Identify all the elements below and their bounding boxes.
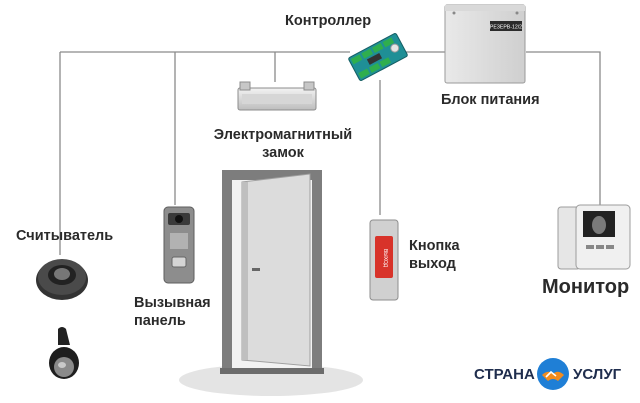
controller-label: Контроллер [285,13,372,29]
logo-text-right: УСЛУГ [573,366,622,383]
call-panel-label-line1: Вызывная [134,295,211,311]
handshake-icon [537,358,569,390]
power-supply-plate-text: РЕЗЕРВ-12/2 [490,25,522,31]
monitor-device [557,204,631,270]
reader-device [36,259,88,300]
magnetic-lock-label: Электромагнитный замок [198,126,368,162]
controller-board [348,33,408,81]
monitor-label: Монитор [542,276,630,298]
magnetic-lock-label-line2: замок [262,145,304,161]
reader-label: Считыватель [16,228,114,244]
power-supply-box: РЕЗЕРВ-12/2 [444,4,526,84]
exit-button-label: Кнопка выход [409,237,460,273]
exit-button-text: ВЫХОД [382,249,388,268]
exit-button-label-line1: Кнопка [409,238,460,254]
call-panel-device [163,206,195,284]
magnetic-lock [237,81,317,111]
logo-text-left: СТРАНА [474,366,535,383]
exit-button-device: ВЫХОД [369,219,399,301]
exit-button-label-line2: выход [409,256,456,272]
power-supply-label: Блок питания [441,92,540,108]
call-panel-label-line2: панель [134,313,186,329]
key-fob-icon [49,327,79,379]
wire-to-monitor [526,51,601,205]
door [179,170,363,396]
magnetic-lock-label-line1: Электромагнитный [213,127,353,143]
call-panel-label: Вызывная панель [134,294,211,330]
